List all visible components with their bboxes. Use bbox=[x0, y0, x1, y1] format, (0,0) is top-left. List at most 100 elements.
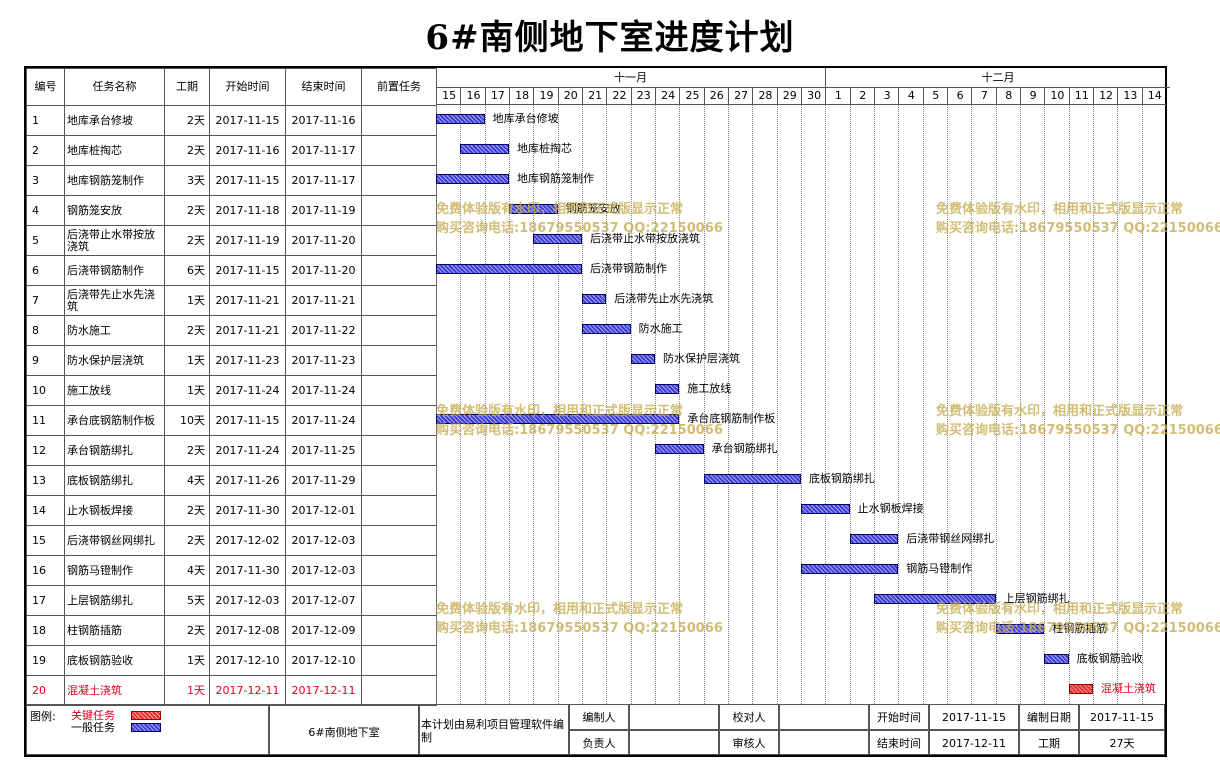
gantt-bar[interactable] bbox=[460, 144, 509, 154]
gantt-bar-label: 底板钢筋验收 bbox=[1076, 652, 1143, 665]
task-start: 2017-12-10 bbox=[209, 645, 286, 676]
col-header-no[interactable]: 编号 bbox=[26, 68, 65, 106]
day-header: 2 bbox=[849, 88, 875, 104]
legend-normal-label: 一般任务 bbox=[71, 721, 115, 734]
task-name: 防水保护层浇筑 bbox=[64, 345, 165, 376]
task-days: 2天 bbox=[164, 225, 210, 256]
gantt-bar[interactable] bbox=[800, 564, 899, 574]
col-header-name[interactable]: 任务名称 bbox=[64, 68, 165, 106]
watermark-line1: 免费体验版有水印，相用和正式版显示正常 bbox=[436, 404, 684, 419]
task-end: 2017-11-29 bbox=[285, 465, 362, 496]
gantt-bar[interactable] bbox=[654, 384, 680, 394]
schedule-frame bbox=[24, 66, 1167, 757]
task-start: 2017-11-15 bbox=[209, 255, 286, 286]
reviewer-value[interactable] bbox=[779, 730, 869, 755]
day-header: 4 bbox=[898, 88, 923, 104]
col-header-days[interactable]: 工期 bbox=[164, 68, 210, 106]
gantt-bar[interactable] bbox=[436, 174, 509, 184]
start-value: 2017-11-15 bbox=[942, 711, 1006, 724]
col-header-pred[interactable]: 前置任务 bbox=[361, 68, 437, 106]
col-header-end[interactable]: 结束时间 bbox=[285, 68, 362, 106]
compiler-value[interactable] bbox=[629, 704, 719, 730]
compile-date-label-box bbox=[1019, 704, 1079, 730]
gantt-bar[interactable] bbox=[508, 204, 558, 214]
gantt-bar[interactable] bbox=[800, 504, 850, 514]
gantt-bar[interactable] bbox=[995, 624, 1045, 634]
task-name: 后浇带止水带按放浇筑 bbox=[64, 225, 165, 256]
day-header: 24 bbox=[654, 88, 680, 104]
task-start: 2017-11-30 bbox=[209, 555, 286, 586]
gantt-bar[interactable] bbox=[703, 474, 801, 484]
gantt-bar-label: 后浇带止水带按放浇筑 bbox=[589, 232, 700, 245]
task-pred bbox=[361, 495, 437, 526]
task-no: 8 bbox=[26, 315, 65, 346]
task-pred bbox=[361, 195, 437, 226]
day-gridline bbox=[873, 104, 875, 704]
gantt-bar[interactable] bbox=[436, 114, 485, 124]
gantt-bar[interactable] bbox=[436, 264, 582, 274]
task-end: 2017-11-24 bbox=[285, 375, 362, 406]
gantt-bar[interactable] bbox=[630, 354, 655, 364]
gantt-bar[interactable] bbox=[581, 294, 607, 304]
task-name: 地库桩掏芯 bbox=[64, 135, 165, 166]
task-pred bbox=[361, 135, 437, 166]
gantt-bar[interactable] bbox=[849, 534, 899, 544]
gantt-bar-label: 地库承台修坡 bbox=[492, 112, 559, 125]
day-header: 18 bbox=[508, 88, 534, 104]
day-gridline bbox=[752, 104, 754, 704]
task-days: 2天 bbox=[164, 435, 210, 466]
task-end: 2017-12-09 bbox=[285, 615, 362, 646]
task-days: 2天 bbox=[164, 315, 210, 346]
task-start: 2017-12-03 bbox=[209, 585, 286, 616]
gantt-bar[interactable] bbox=[436, 414, 680, 424]
gantt-bar[interactable] bbox=[1068, 684, 1093, 694]
gantt-bar[interactable] bbox=[873, 594, 996, 604]
task-days: 2天 bbox=[164, 135, 210, 166]
watermark: 免费体验版有水印，相用和正式版显示正常购买咨询电话:18679550537 QQ… bbox=[936, 402, 1220, 440]
task-days: 2天 bbox=[164, 105, 210, 136]
task-no: 4 bbox=[26, 195, 65, 226]
compile-date-value: 2017-11-15 bbox=[1090, 711, 1154, 724]
col-header-start[interactable]: 开始时间 bbox=[209, 68, 286, 106]
gantt-bar[interactable] bbox=[1044, 654, 1069, 664]
reviewer-label: 审核人 bbox=[732, 737, 766, 750]
owner-label: 负责人 bbox=[582, 737, 616, 750]
task-start: 2017-11-30 bbox=[209, 495, 286, 526]
gantt-bar-label: 施工放线 bbox=[687, 382, 732, 395]
gantt-bar[interactable] bbox=[581, 324, 631, 334]
task-days: 2天 bbox=[164, 525, 210, 556]
task-end: 2017-12-01 bbox=[285, 495, 362, 526]
month-label-nov: 十一月 bbox=[436, 68, 826, 88]
day-header: 5 bbox=[922, 88, 948, 104]
end-label: 结束时间 bbox=[877, 737, 921, 750]
gantt-bar[interactable] bbox=[533, 234, 582, 244]
compile-date-value-box bbox=[1079, 704, 1165, 730]
day-gridline bbox=[727, 104, 729, 704]
owner-value[interactable] bbox=[629, 730, 719, 755]
task-table-header: 编号 任务名称 工期 开始时间 结束时间 前置任务 bbox=[26, 68, 437, 106]
task-pred bbox=[361, 465, 437, 496]
gantt-bar[interactable] bbox=[654, 444, 704, 454]
checker-value[interactable] bbox=[779, 704, 869, 730]
day-header: 27 bbox=[727, 88, 753, 104]
